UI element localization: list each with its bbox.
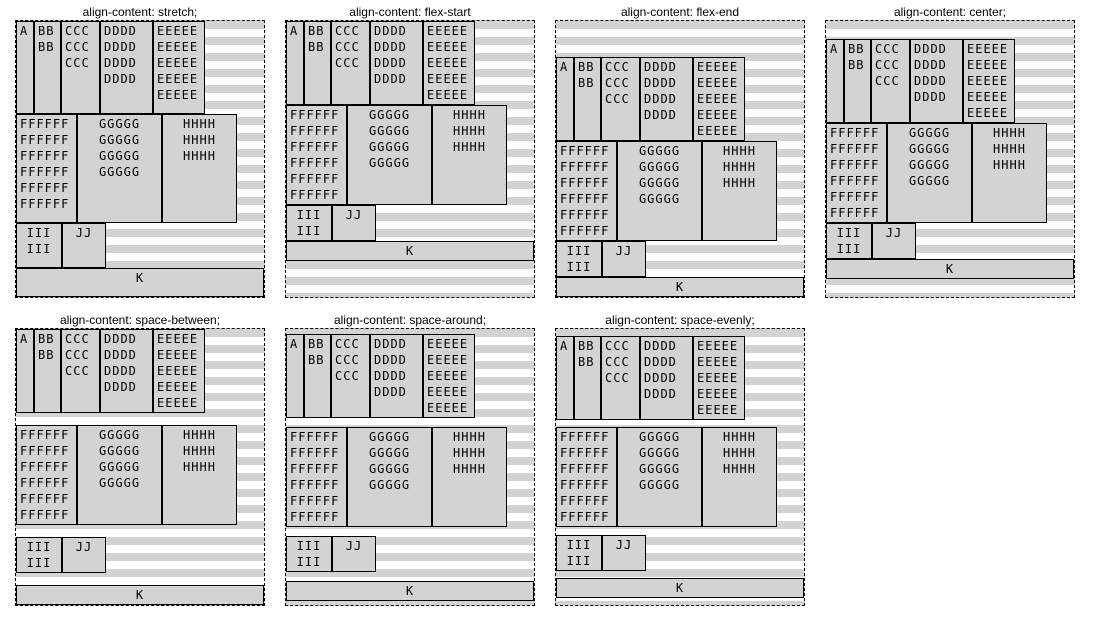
flex-item-d: DDDD DDDD DDDD DDDD [910,39,963,123]
flex-item-a: A [16,329,34,413]
flex-item-f: FFFFFF FFFFFF FFFFFF FFFFFF FFFFFF FFFFF… [286,426,347,527]
flex-item-e: EEEEE EEEEE EEEEE EEEEE EEEEE [153,329,205,413]
flex-item-b: BB BB [34,21,61,114]
flex-item-k: K [826,259,1074,279]
flex-item-c: CCC CCC CCC [871,39,910,123]
flex-item-c: CCC CCC CCC [601,57,640,141]
flex-item-d: DDDD DDDD DDDD DDDD [100,21,153,114]
flex-item-j: JJ [62,537,106,573]
flex-item-j: JJ [62,223,106,268]
flex-item-e: EEEEE EEEEE EEEEE EEEEE EEEEE [693,336,745,421]
flex-item-k: K [16,585,264,605]
flex-item-d: DDDD DDDD DDDD DDDD [370,333,423,418]
flex-item-f: FFFFFF FFFFFF FFFFFF FFFFFF FFFFFF FFFFF… [826,123,887,223]
flex-item-e: EEEEE EEEEE EEEEE EEEEE EEEEE [423,333,475,418]
flex-item-k: K [556,277,804,297]
flex-item-h: HHHH HHHH HHHH [702,427,777,528]
flex-item-h: HHHH HHHH HHHH [432,426,507,527]
flex-item-f: FFFFFF FFFFFF FFFFFF FFFFFF FFFFFF FFFFF… [286,105,347,205]
flex-item-c: CCC CCC CCC [601,336,640,421]
flex-item-k: K [286,241,534,261]
flex-item-k: K [556,577,804,598]
flex-item-a: A [556,57,574,141]
flex-item-i: III III [16,537,62,573]
flex-item-a: A [556,336,574,421]
flex-item-g: GGGGG GGGGG GGGGG GGGGG [77,425,162,525]
flex-item-d: DDDD DDDD DDDD DDDD [370,21,423,105]
flex-item-j: JJ [602,241,646,277]
flex-item-b: BB BB [574,57,601,141]
flex-item-a: A [286,333,304,418]
flex-item-i: III III [16,223,62,268]
flex-item-j: JJ [332,205,376,241]
flex-item-b: BB BB [304,333,331,418]
flex-item-d: DDDD DDDD DDDD DDDD [640,57,693,141]
flex-item-e: EEEEE EEEEE EEEEE EEEEE EEEEE [153,21,205,114]
flex-item-h: HHHH HHHH HHHH [972,123,1047,223]
flex-item-c: CCC CCC CCC [331,333,370,418]
panel-title: align-content: space-around; [333,313,487,327]
flex-item-k: K [286,580,534,601]
flex-item-g: GGGGG GGGGG GGGGG GGGGG [77,114,162,223]
flex-item-h: HHHH HHHH HHHH [702,141,777,241]
flex-item-b: BB BB [844,39,871,123]
flex-item-f: FFFFFF FFFFFF FFFFFF FFFFFF FFFFFF FFFFF… [16,114,77,223]
flex-item-c: CCC CCC CCC [61,21,100,114]
panel-title: align-content: center; [893,5,1007,19]
flex-item-g: GGGGG GGGGG GGGGG GGGGG [347,426,432,527]
flex-item-g: GGGGG GGGGG GGGGG GGGGG [887,123,972,223]
flex-item-b: BB BB [304,21,331,105]
panel-title: align-content: flex-start [349,5,471,19]
flex-item-a: A [16,21,34,114]
flex-item-c: CCC CCC CCC [61,329,100,413]
flex-item-d: DDDD DDDD DDDD DDDD [100,329,153,413]
flex-item-b: BB BB [34,329,61,413]
flex-item-f: FFFFFF FFFFFF FFFFFF FFFFFF FFFFFF FFFFF… [16,425,77,525]
flex-item-j: JJ [872,223,916,259]
flex-item-g: GGGGG GGGGG GGGGG GGGGG [617,427,702,528]
flex-item-i: III III [826,223,872,259]
panel-title: align-content: space-between; [59,313,221,327]
flex-item-i: III III [556,241,602,277]
flex-item-c: CCC CCC CCC [331,21,370,105]
flex-item-j: JJ [332,535,376,572]
panel-title: align-content: stretch; [82,5,198,19]
flex-item-i: III III [286,205,332,241]
flex-item-g: GGGGG GGGGG GGGGG GGGGG [617,141,702,241]
flex-item-i: III III [286,535,332,572]
flex-item-a: A [826,39,844,123]
panel-title: align-content: space-evenly; [605,313,755,327]
flex-item-e: EEEEE EEEEE EEEEE EEEEE EEEEE [963,39,1015,123]
flex-item-e: EEEEE EEEEE EEEEE EEEEE EEEEE [423,21,475,105]
flex-item-g: GGGGG GGGGG GGGGG GGGGG [347,105,432,205]
flex-item-h: HHHH HHHH HHHH [162,114,237,223]
flex-item-h: HHHH HHHH HHHH [432,105,507,205]
flex-item-f: FFFFFF FFFFFF FFFFFF FFFFFF FFFFFF FFFFF… [556,141,617,241]
flex-item-j: JJ [602,534,646,571]
flex-item-d: DDDD DDDD DDDD DDDD [640,336,693,421]
flex-item-i: III III [556,534,602,571]
flex-item-f: FFFFFF FFFFFF FFFFFF FFFFFF FFFFFF FFFFF… [556,427,617,528]
flex-item-h: HHHH HHHH HHHH [162,425,237,525]
panel-title: align-content: flex-end [620,5,740,19]
flex-item-e: EEEEE EEEEE EEEEE EEEEE EEEEE [693,57,745,141]
flex-item-b: BB BB [574,336,601,421]
flex-item-a: A [286,21,304,105]
flex-item-k: K [16,268,264,297]
